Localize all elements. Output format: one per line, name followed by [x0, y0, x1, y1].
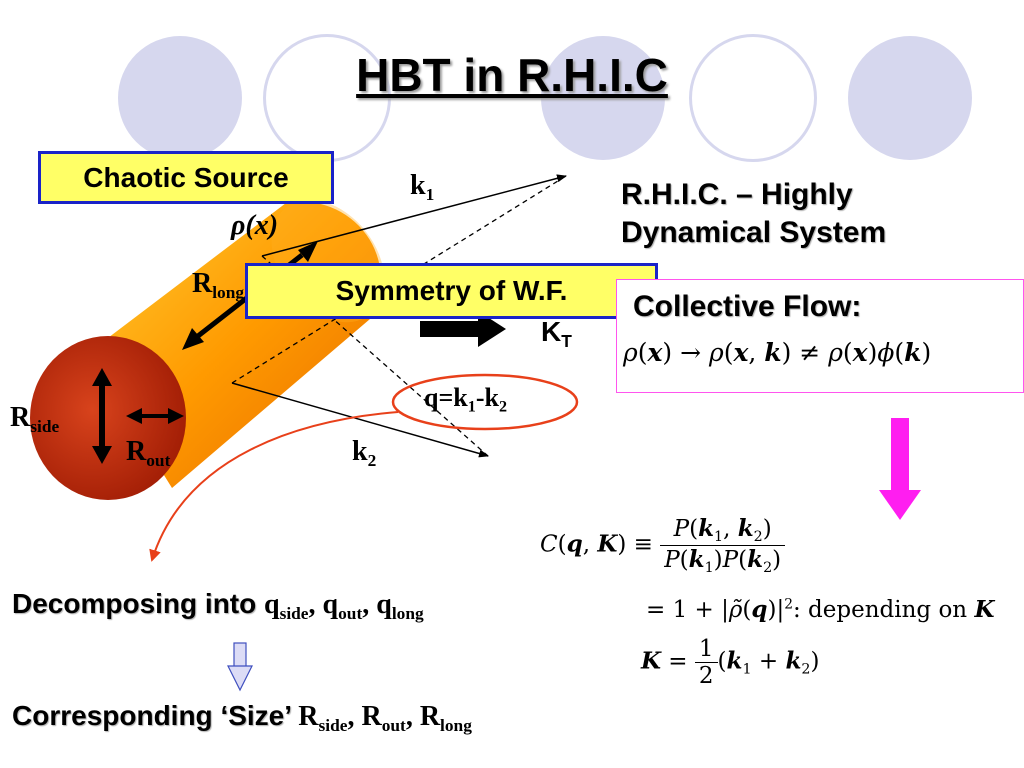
blue-down-arrow-head — [227, 665, 253, 692]
collective-flow-formula: ρ(x) → ρ(x, k) ≠ ρ(x)ϕ(k) — [623, 338, 932, 367]
dashed-line-2 — [231, 175, 567, 384]
decomposing-text: Decomposing into — [12, 588, 264, 619]
q-side-main: q — [264, 589, 280, 620]
rho-x-label: ρ(x) — [231, 210, 278, 242]
rhic-line-1: R.H.I.C. – Highly — [621, 178, 853, 211]
kt-arrow-shaft — [420, 321, 482, 337]
r-out-main: R — [126, 436, 147, 467]
size-r-long-sub: long — [440, 716, 472, 736]
rhic-line-2: Dynamical System — [621, 216, 887, 249]
correlation-fraction: P(k1, k2) P(k1)P(k2) — [660, 515, 786, 576]
rhic-description: R.H.I.C. – Highly Dynamical System — [621, 176, 886, 252]
r-long-arrow-top — [298, 241, 318, 262]
k1-label: k1 — [410, 170, 434, 205]
k1-main: k — [410, 170, 426, 201]
rho-x-text: ρ(x) — [231, 210, 279, 241]
kt-sub: T — [561, 331, 572, 352]
blue-down-arrow-shaft — [233, 642, 247, 668]
r-long-arrow-bottom — [182, 328, 204, 350]
kt-label: KT — [541, 316, 572, 352]
corresponding-text: Corresponding ‘Size’ — [12, 700, 299, 731]
magenta-arrow-shaft — [891, 418, 909, 494]
k2-line — [231, 382, 489, 458]
q-long-sub: long — [391, 604, 424, 624]
q-eq-part1: q=k — [424, 383, 468, 412]
r-long-label: Rlong — [192, 268, 244, 303]
chaotic-source-label: Chaotic Source — [83, 162, 289, 193]
page-title: HBT in R.H.I.C — [356, 49, 668, 101]
q-side-sub: side — [279, 604, 309, 624]
symmetry-box: Symmetry of W.F. — [245, 263, 658, 319]
r-out-sub: out — [146, 451, 171, 471]
comma-1: , — [308, 589, 323, 620]
r-out-label: Rout — [126, 436, 170, 471]
k2-main: k — [352, 436, 368, 467]
kt-arrow-head — [478, 311, 506, 347]
correlation-formula: C(q, K) ≡ P(k1, k2) P(k1)P(k2) — [540, 515, 786, 576]
r-side-sub: side — [30, 417, 60, 437]
size-r-long-main: R — [419, 701, 441, 732]
collective-flow-title: Collective Flow: — [633, 290, 862, 323]
r-side-arrow-top — [92, 368, 112, 386]
red-curve-arrow — [149, 411, 399, 562]
k2-label: k2 — [352, 436, 376, 471]
k2-sub: 2 — [367, 451, 377, 471]
deco-circle-3 — [541, 36, 665, 160]
correlation-formula-line2: = 1 + |ρ̃(q)|2: depending on K — [646, 596, 995, 623]
formula-depending-text: depending on — [808, 597, 968, 623]
collective-flow-box: Collective Flow: ρ(x) → ρ(x, k) ≠ ρ(x)ϕ(… — [616, 279, 1024, 393]
k1-sub: 1 — [425, 185, 435, 205]
size-r-out-sub: out — [381, 716, 406, 736]
k1-line — [261, 174, 567, 257]
deco-circle-5 — [848, 36, 972, 160]
comma-3: , — [347, 701, 362, 732]
q-equation: q=k1-k2 — [424, 383, 507, 417]
size-r-side-sub: side — [318, 716, 348, 736]
comma-4: , — [405, 701, 420, 732]
magenta-arrow-head — [879, 490, 921, 520]
k-definition-formula: K = 1 2 (k1 + k2) — [641, 636, 820, 689]
q-out-main: q — [322, 589, 339, 620]
r-out-arrow-right — [168, 408, 184, 424]
r-out-arrow-left — [126, 408, 142, 424]
r-side-main: R — [10, 402, 31, 433]
deco-circle-1 — [118, 36, 242, 160]
q-eq-sub1: 1 — [467, 398, 476, 416]
r-side-label: Rside — [10, 402, 59, 437]
deco-circle-4 — [689, 34, 817, 162]
size-r-side-main: R — [298, 701, 319, 732]
size-r-out-main: R — [361, 701, 382, 732]
q-eq-part2: -k — [475, 383, 499, 412]
q-long-main: q — [376, 589, 392, 620]
decomposing-line: Decomposing into qside, qout, qlong — [12, 588, 424, 624]
corresponding-line: Corresponding ‘Size’ Rside, Rout, Rlong — [12, 700, 472, 736]
r-long-main: R — [192, 268, 213, 299]
comma-2: , — [362, 589, 377, 620]
r-long-sub: long — [212, 283, 245, 303]
q-out-sub: out — [338, 604, 363, 624]
half-fraction: 1 2 — [694, 636, 718, 689]
cylinder-cap — [30, 336, 186, 500]
kt-main: K — [541, 316, 562, 347]
q-ellipse — [391, 373, 579, 431]
symmetry-label: Symmetry of W.F. — [335, 275, 568, 306]
q-eq-sub2: 2 — [498, 398, 507, 416]
chaotic-source-box: Chaotic Source — [38, 151, 334, 204]
r-side-arrow-bottom — [92, 446, 112, 464]
